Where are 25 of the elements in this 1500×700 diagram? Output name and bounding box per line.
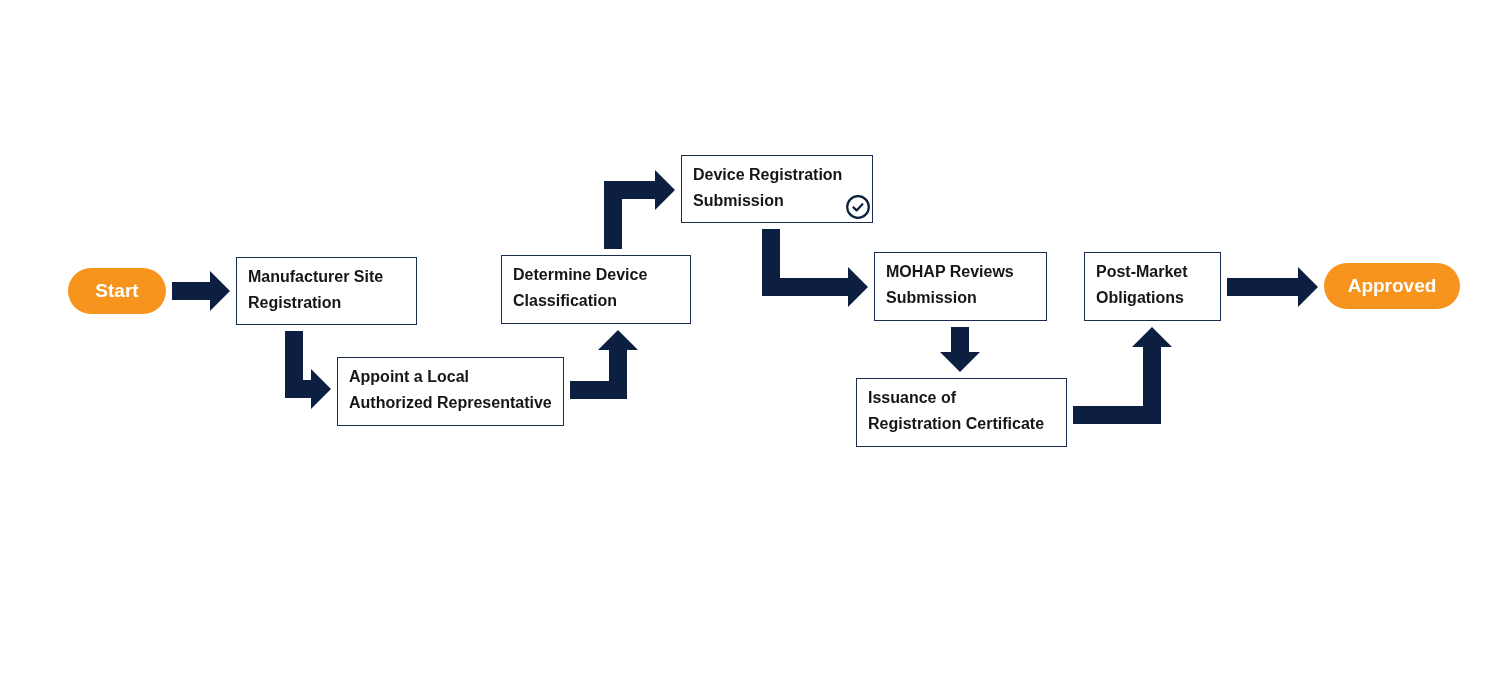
block-arrow xyxy=(570,330,638,399)
step-label: Device Registration Submission xyxy=(693,165,844,211)
step-label: MOHAP Reviews Submission xyxy=(886,262,1015,308)
step-label: Determine Device Classification xyxy=(513,265,649,311)
process-box xyxy=(1084,252,1221,321)
process-box xyxy=(856,378,1067,447)
step-label: Appoint a Local Authorized Representative xyxy=(349,367,553,413)
step-label: Approved xyxy=(1347,274,1437,298)
process-box xyxy=(337,357,564,426)
step-label: Post-Market Obligations xyxy=(1096,262,1189,308)
block-arrow xyxy=(604,170,675,249)
process-box xyxy=(501,255,691,324)
block-arrow xyxy=(940,327,980,372)
terminal-pill xyxy=(1324,263,1460,309)
step-label: Start xyxy=(95,279,139,303)
step-label: Issuance of Registration Certificate xyxy=(868,388,1046,434)
terminal-pill xyxy=(68,268,166,314)
process-box xyxy=(874,252,1047,321)
block-arrow xyxy=(1073,327,1172,424)
process-box xyxy=(681,155,873,223)
step-label: Manufacturer Site Registration xyxy=(248,267,385,313)
block-arrow xyxy=(285,331,331,409)
process-box xyxy=(236,257,417,325)
block-arrow xyxy=(172,271,230,311)
block-arrow xyxy=(1227,267,1318,307)
